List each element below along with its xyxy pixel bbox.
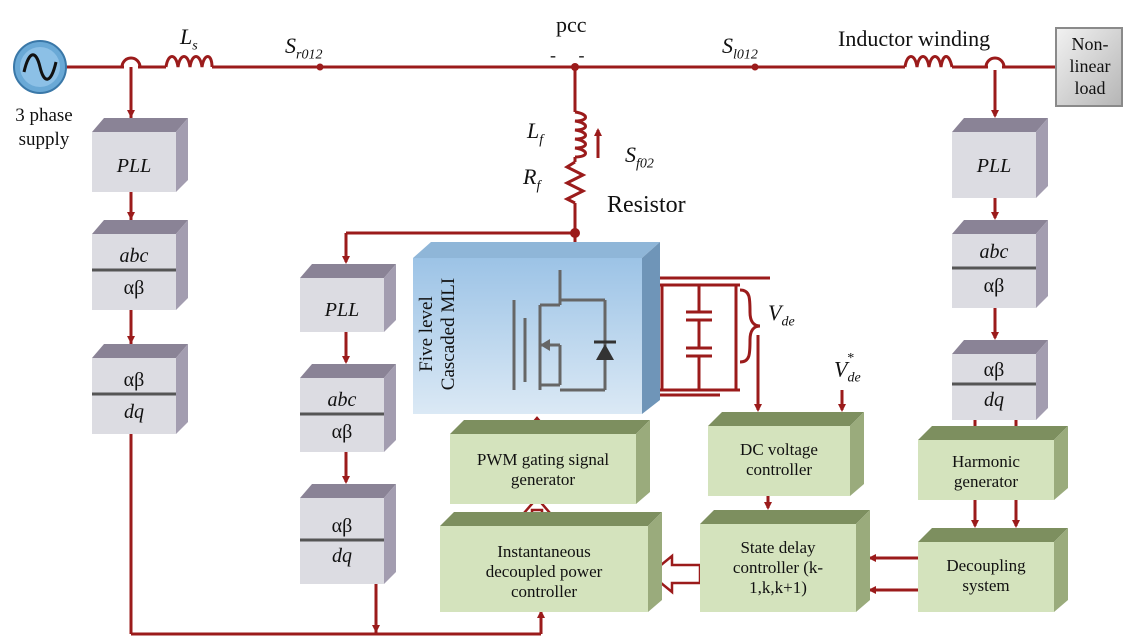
inductor-ls-icon xyxy=(164,55,214,68)
sl-main: S xyxy=(722,33,733,58)
rf-main: R xyxy=(523,164,537,189)
lf-main: L xyxy=(527,118,540,143)
supply-icon xyxy=(13,40,67,94)
mli-label: Five level Cascaded MLI xyxy=(416,277,459,391)
vde-ref-sub: de xyxy=(847,370,861,386)
vde-ref-sup: * xyxy=(846,351,854,366)
pcc-marks: - - xyxy=(550,45,585,65)
sf-sub: f02 xyxy=(636,156,654,172)
dc-link-wiring xyxy=(640,276,770,397)
sl012-label: Sl012 xyxy=(722,35,758,62)
lf-label: Lf xyxy=(527,120,543,147)
pcc-label: pcc xyxy=(556,12,587,37)
right-ab-dq-block: αβ dq xyxy=(952,340,1048,420)
mli-inverter-box xyxy=(413,242,660,414)
vde-sub: de xyxy=(781,314,795,330)
mid-ab-dq-block: αβ dq xyxy=(300,484,396,584)
right-abc-ab-block: abc αβ xyxy=(952,220,1048,308)
sensor-right-icon xyxy=(984,56,1006,68)
idpc-block: Instantaneous decoupled power controller xyxy=(440,512,662,612)
sl-sub: l012 xyxy=(733,47,758,63)
sr012-node xyxy=(316,63,324,71)
lf-sub: f xyxy=(539,132,544,148)
sr-main: S xyxy=(285,33,296,58)
pwm-generator-label: PWM gating signal generator xyxy=(476,450,610,489)
ls-sub: s xyxy=(192,38,198,54)
mid-ab1-label: αβ xyxy=(331,421,353,443)
vde-ref-label: Vde * xyxy=(834,352,868,386)
ls-label: Ls xyxy=(180,26,198,53)
right-pll-block: PLL xyxy=(952,118,1048,198)
left-pll-label: PLL xyxy=(116,155,152,177)
harmonic-generator-label: Harmonic generator xyxy=(952,452,1020,491)
sr-sub: r012 xyxy=(296,47,323,63)
mid-abc-label: abc xyxy=(327,389,357,411)
right-ab2-label: αβ xyxy=(983,359,1005,381)
nonlinear-load-box xyxy=(1055,27,1123,107)
right-ab1-label: αβ xyxy=(983,275,1005,297)
inductor-winding-label: Inductor winding xyxy=(838,26,991,51)
left-ab1-label: αβ xyxy=(123,277,145,299)
left-pll-block: PLL xyxy=(92,118,188,192)
decoupling-system-block: Decoupling system xyxy=(918,528,1068,612)
left-ab2-label: αβ xyxy=(123,369,145,391)
rf-label: Rf xyxy=(523,166,540,193)
mid-ab2-label: αβ xyxy=(331,515,353,537)
sr012-label: Sr012 xyxy=(285,35,322,62)
harmonic-generator-block: Harmonic generator xyxy=(918,426,1068,500)
nonlinear-load-label: Non-linear load xyxy=(1069,34,1111,98)
sf02-label: Sf02 xyxy=(625,144,654,171)
state-delay-controller-block: State delay controller (k-1,k,k+1) xyxy=(700,510,870,612)
decoupling-system-label: Decoupling system xyxy=(946,556,1026,595)
rf-sub: f xyxy=(536,178,541,194)
mid-pll-block: PLL xyxy=(300,264,396,332)
vde-brace xyxy=(739,288,761,364)
mid-pll-label: PLL xyxy=(324,299,360,321)
pwm-generator-block: PWM gating signal generator xyxy=(450,420,650,504)
sf-main: S xyxy=(625,142,636,167)
vde-label: Vde xyxy=(768,302,795,329)
vde-ref-main: V xyxy=(834,356,848,382)
right-abc-label: abc xyxy=(979,241,1009,263)
left-abc-label: abc xyxy=(119,245,149,267)
right-pll-label: PLL xyxy=(976,155,1012,177)
state-delay-controller-label: State delay controller (k-1,k,k+1) xyxy=(732,538,824,597)
sl012-node xyxy=(751,63,759,71)
left-abc-ab-block: abc αβ xyxy=(92,220,188,310)
supply-label: 3 phase supply xyxy=(15,105,73,150)
sensor-left-icon xyxy=(120,56,142,68)
vde-main: V xyxy=(768,300,782,325)
left-ab-dq-block: αβ dq xyxy=(92,344,188,434)
dc-voltage-controller-label: DC voltage controller xyxy=(740,440,818,479)
right-dq-label: dq xyxy=(984,389,1004,411)
mid-abc-ab-block: abc αβ xyxy=(300,364,396,452)
ls-main: L xyxy=(180,24,193,49)
dc-voltage-controller-block: DC voltage controller xyxy=(708,412,864,496)
resistor-label: Resistor xyxy=(607,192,686,218)
inductor-winding-icon xyxy=(903,55,954,68)
left-dq-label: dq xyxy=(124,401,144,423)
idpc-label: Instantaneous decoupled power controller xyxy=(485,542,603,601)
mid-dq-label: dq xyxy=(332,545,352,567)
